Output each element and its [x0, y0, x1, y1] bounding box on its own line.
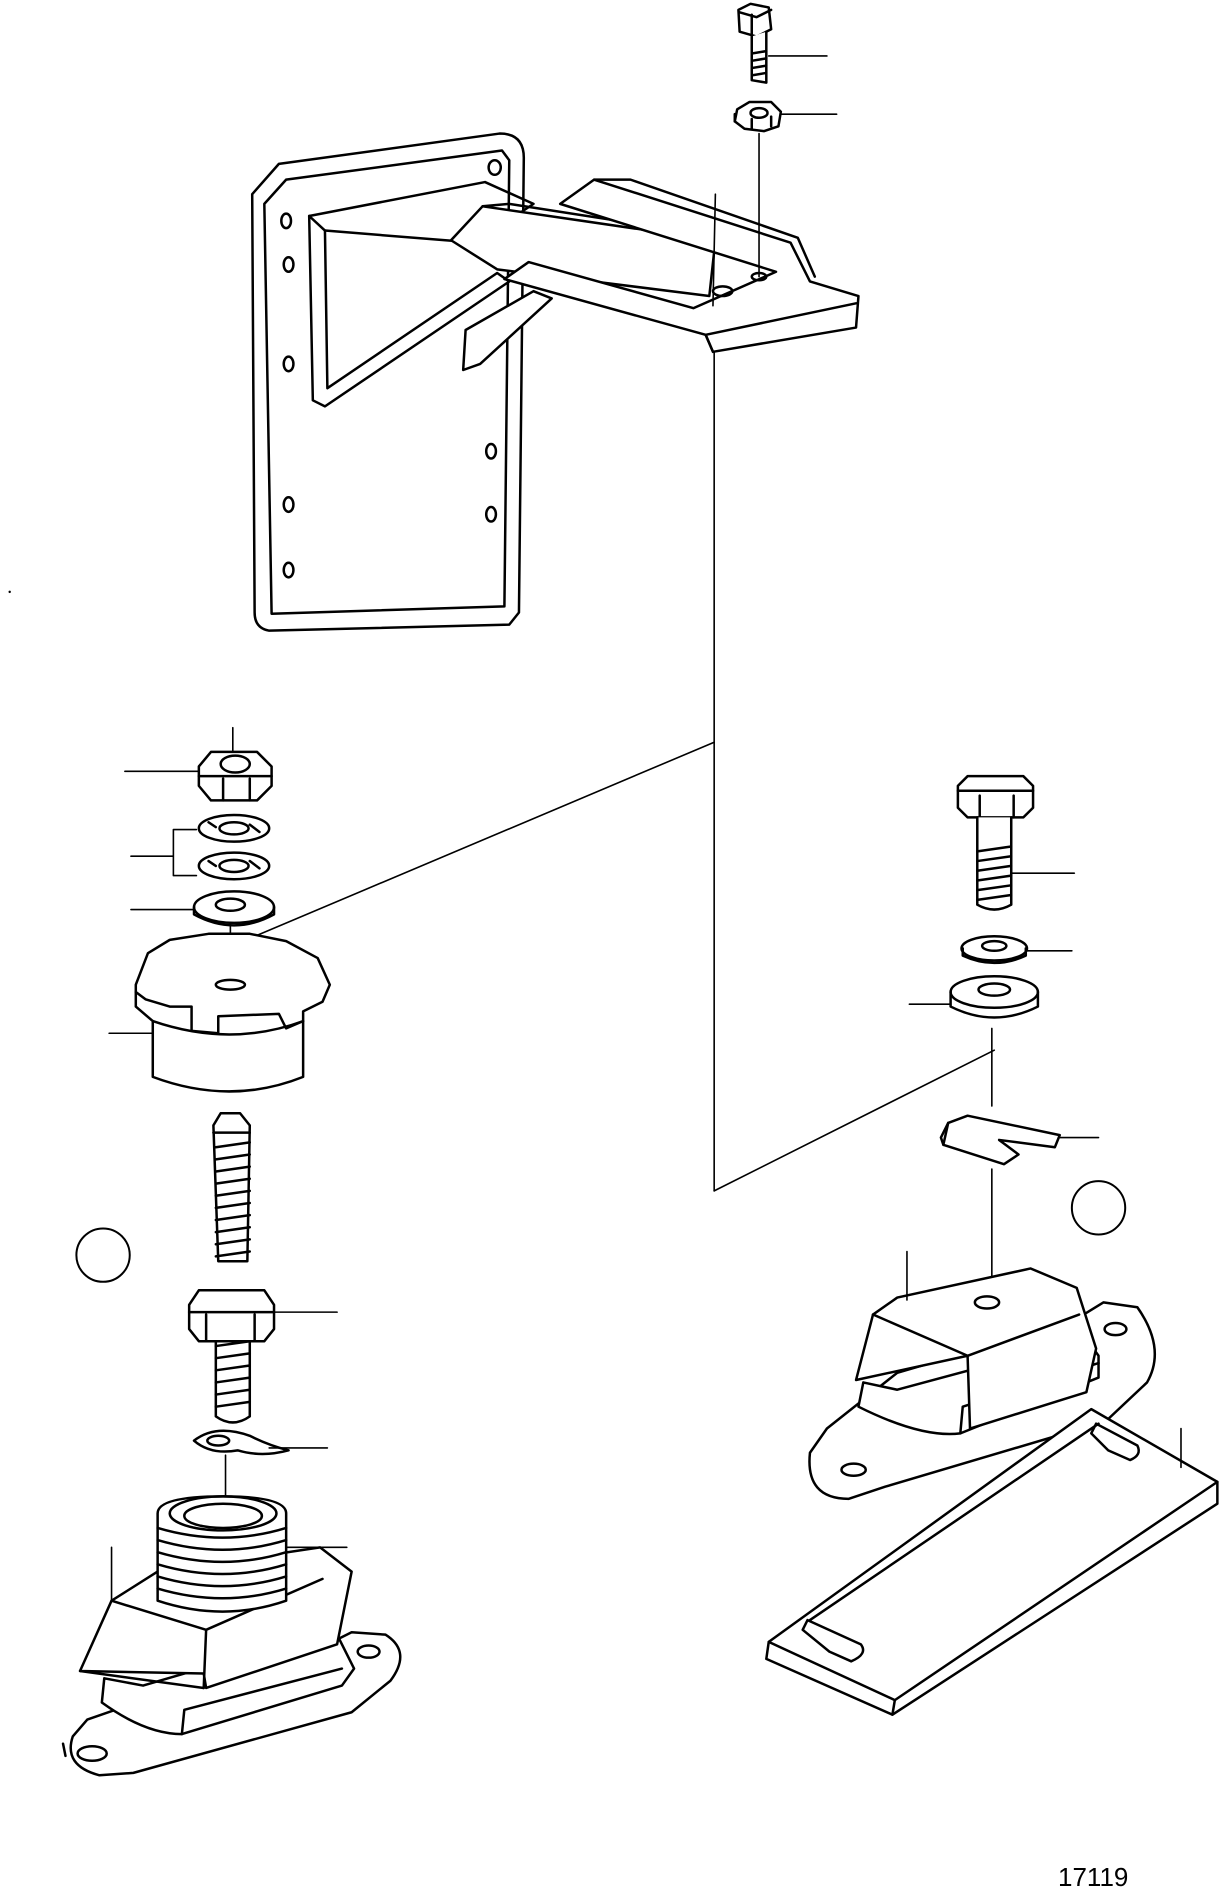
left-rubber-mount	[63, 1496, 400, 1775]
right-shim	[941, 1116, 1060, 1165]
leader-left-nut	[125, 728, 233, 772]
right-reference-circle	[1072, 1181, 1125, 1234]
construction-line-left	[238, 742, 715, 943]
left-spring-clip	[194, 1431, 289, 1454]
right-lock-washer	[962, 936, 1027, 963]
construction-line-right	[714, 1050, 994, 1191]
top-nut	[735, 102, 781, 131]
left-reference-circle	[76, 1228, 129, 1281]
engine-mount-bracket	[252, 134, 858, 631]
figure-reference-number: 17119	[1058, 1862, 1129, 1892]
left-lock-washers	[199, 815, 269, 879]
left-hex-nut	[189, 1290, 274, 1341]
left-spacer-sleeve	[136, 934, 330, 1092]
right-base-plate	[766, 1409, 1217, 1715]
leader-left-lock-washers	[131, 830, 196, 876]
assembly-line-bracket	[713, 194, 715, 306]
top-bolt	[738, 4, 771, 83]
left-nut	[199, 752, 272, 801]
right-bolt	[958, 776, 1033, 909]
right-rubber-mount	[809, 1268, 1154, 1498]
right-flat-washer	[951, 976, 1038, 1017]
stray-mark	[8, 590, 11, 594]
left-flat-washer	[194, 891, 274, 925]
left-threaded-stud	[213, 1113, 249, 1422]
